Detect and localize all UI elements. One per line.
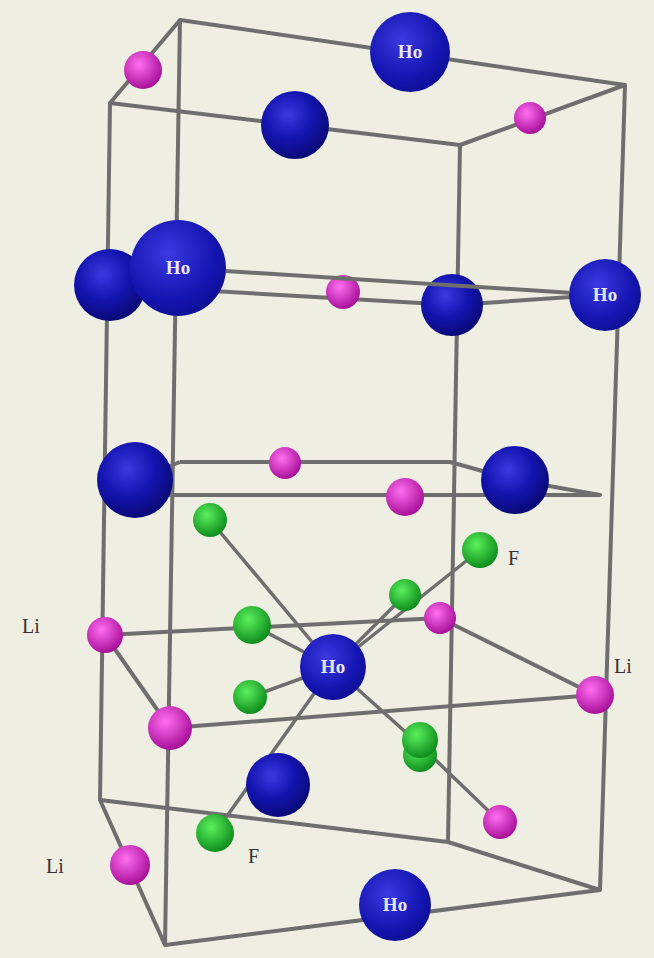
atom-label: Li	[46, 855, 64, 878]
atom-symbol: Ho	[383, 894, 407, 916]
holmium-atom: Ho	[569, 259, 641, 331]
atom-symbol: Ho	[593, 284, 617, 306]
atom-symbol: Ho	[166, 257, 190, 279]
atom-symbol: Ho	[398, 41, 422, 63]
holmium-atom: Ho	[300, 634, 366, 700]
cell-edges	[100, 20, 625, 945]
holmium-atom: Ho	[370, 12, 450, 92]
atom-label: Li	[22, 615, 40, 638]
fluorine-atoms	[193, 503, 498, 852]
lattice-edge	[226, 271, 569, 293]
atom-symbol: Ho	[321, 656, 345, 678]
holmium-atoms	[74, 91, 549, 817]
atom-label: Li	[614, 655, 632, 678]
holmium-atom: Ho	[130, 220, 226, 316]
lithium-atoms	[87, 51, 614, 885]
atom-label: F	[248, 845, 259, 868]
holmium-atom: Ho	[359, 869, 431, 941]
atom-label: F	[508, 547, 519, 570]
